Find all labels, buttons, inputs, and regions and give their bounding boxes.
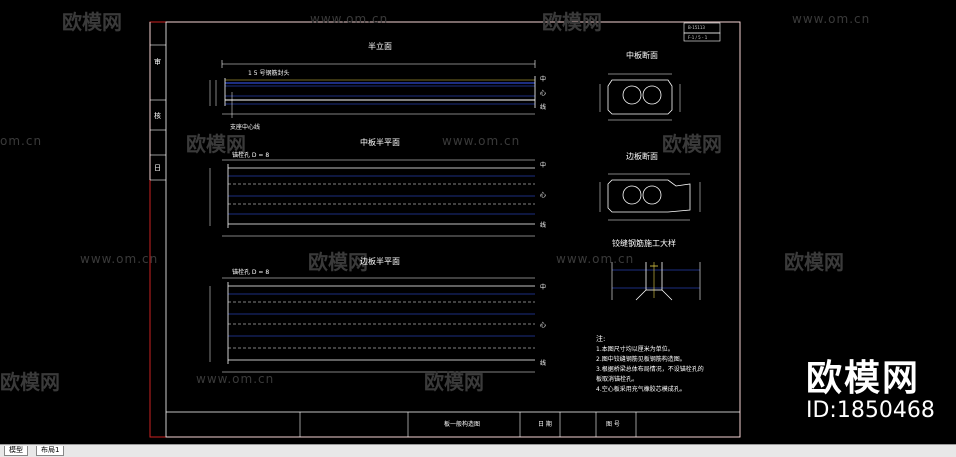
watermark-logo: 欧模网 xyxy=(62,10,122,34)
edge-slab-section-view xyxy=(599,173,701,221)
edge-slab-half-plan-view xyxy=(209,277,535,373)
middle-slab-section-view xyxy=(599,73,681,121)
view-title-hinge-rebar-detail: 铰缝钢筋施工大样 xyxy=(612,239,676,248)
left-strip-label: 审 xyxy=(154,58,161,66)
hinge-rebar-detail-view xyxy=(611,262,701,301)
note-item: 4.空心板采用充气橡胶芯模成孔。 xyxy=(596,386,686,393)
note-item: 2.图中铰缝钢筋见板钢筋构造图。 xyxy=(596,356,686,363)
view-title-middle-slab-half-plan: 中板半平面 xyxy=(360,138,400,147)
drawing-sheet-code: F-1 / 5 - 1 xyxy=(688,35,708,40)
rebar-note-label: 1 5 号钢筋封头 xyxy=(248,70,290,77)
center-line-char: 线 xyxy=(540,222,547,229)
center-line-char: 中 xyxy=(540,76,547,83)
title-block-drawing-no-label: 图 号 xyxy=(606,421,620,428)
title-block-date-label: 日 期 xyxy=(538,421,552,428)
view-title-half-elevation: 半立面 xyxy=(368,42,392,51)
center-line-char: 中 xyxy=(540,162,547,169)
watermark-logo: 欧模网 xyxy=(0,370,60,394)
tab-model[interactable]: 模型 xyxy=(4,446,28,456)
brand-id: ID:1850468 xyxy=(806,398,935,423)
watermark-logo: 欧模网 xyxy=(308,250,368,274)
watermark-url: www.om.cn xyxy=(792,12,871,26)
watermark-url: www.om.cn xyxy=(556,252,635,266)
title-block-title: 板一般构造图 xyxy=(444,421,481,428)
cad-drawing-canvas[interactable] xyxy=(0,0,956,444)
view-title-middle-slab-section: 中板断面 xyxy=(626,51,658,60)
notes-heading: 注: xyxy=(596,335,606,343)
left-strip-label: 核 xyxy=(154,112,161,120)
center-line-char: 心 xyxy=(540,192,547,199)
drawing-code: B-15113 xyxy=(688,25,705,30)
center-line-char: 中 xyxy=(540,284,547,291)
layout-tab-bar: 模型 布局1 xyxy=(0,444,956,457)
note-item: 1.本图尺寸均以厘米为单位。 xyxy=(596,346,674,353)
tab-layout1[interactable]: 布局1 xyxy=(36,446,65,456)
view-title-edge-slab-half-plan: 边板半平面 xyxy=(360,257,400,266)
watermark-logo: 欧模网 xyxy=(542,10,602,34)
watermark-logo: 欧模网 xyxy=(424,370,484,394)
anchor-hole-label: 锚栓孔 D = 8 xyxy=(232,269,270,276)
center-line-char: 线 xyxy=(540,360,547,367)
half-elevation-view xyxy=(209,60,536,118)
watermark-url: www.om.cn xyxy=(310,12,389,26)
watermark-url: om.cn xyxy=(0,134,43,148)
center-line-char: 心 xyxy=(540,90,547,97)
left-strip-label: 日 xyxy=(154,164,161,172)
brand-overlay: 欧模网 ID:1850468 xyxy=(806,360,935,424)
note-item: 板取消锚栓孔。 xyxy=(596,376,639,383)
center-line-char: 心 xyxy=(540,322,547,329)
watermark-url: www.om.cn xyxy=(196,372,275,386)
center-line-char: 线 xyxy=(540,104,547,111)
drawing-inner-border xyxy=(165,21,741,438)
watermark-logo: 欧模网 xyxy=(662,132,722,156)
title-block xyxy=(166,411,740,437)
anchor-hole-label: 锚栓孔 D = 8 xyxy=(232,152,270,159)
brand-name: 欧模网 xyxy=(806,358,921,399)
middle-slab-half-plan-view xyxy=(209,159,535,237)
view-title-edge-slab-section: 边板断面 xyxy=(626,152,658,161)
support-centerline-label: 支座中心线 xyxy=(230,124,261,131)
watermark-url: www.om.cn xyxy=(80,252,159,266)
note-item: 3.根据桥梁总体布局情况，不设锚栓孔的 xyxy=(596,366,704,373)
watermark-url: www.om.cn xyxy=(442,134,521,148)
watermark-logo: 欧模网 xyxy=(186,132,246,156)
watermark-logo: 欧模网 xyxy=(784,250,844,274)
